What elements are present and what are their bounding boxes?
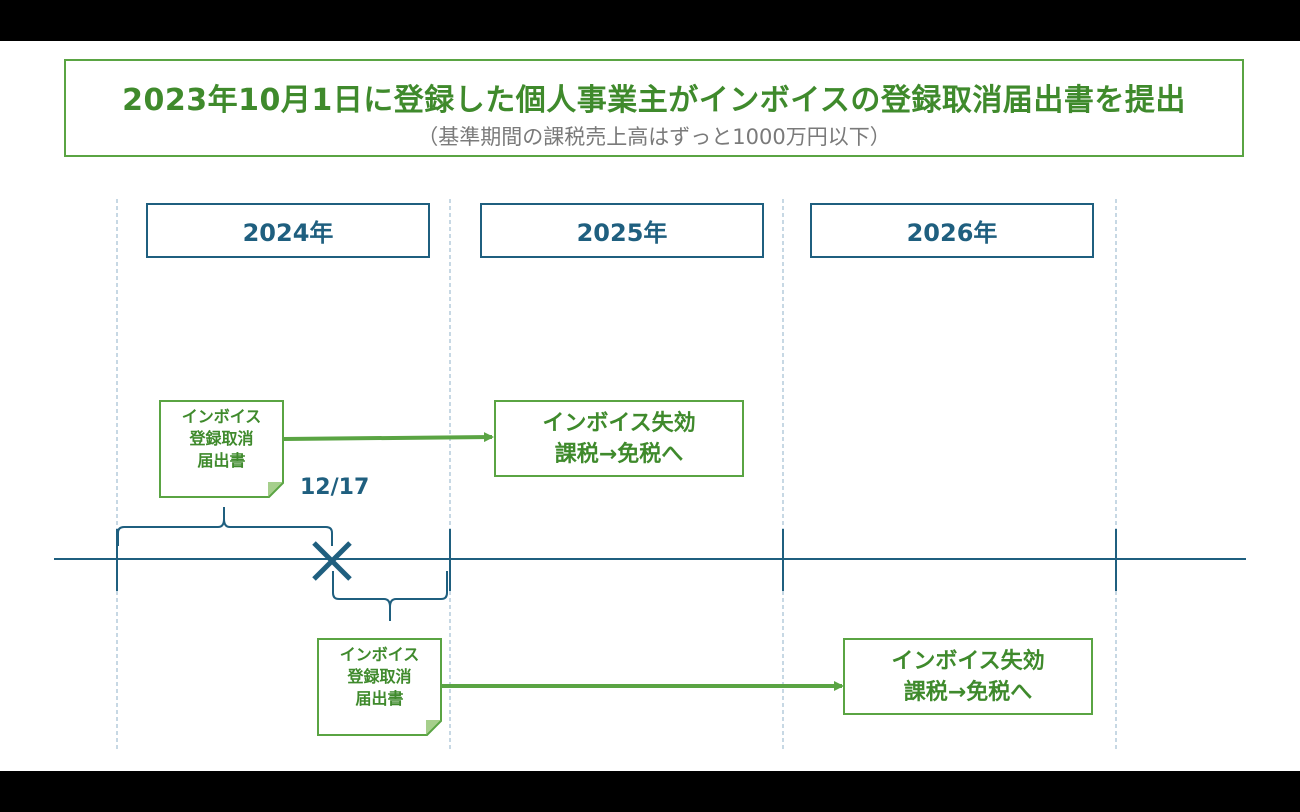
- doc-line: インボイス: [339, 645, 420, 664]
- timeline-graphic: [54, 199, 1246, 751]
- page-subtitle: （基準期間の課税売上高はずっと1000万円以下）: [417, 125, 891, 149]
- result-line: 課税→免税へ: [903, 679, 1033, 705]
- title-box: 2023年10月1日に登録した個人事業主がインボイスの登録取消届出書を提出 （基…: [64, 59, 1244, 157]
- submission-date: 12/17: [300, 475, 370, 500]
- cross-mark: [312, 541, 352, 581]
- lower-result-box: インボイス失効 課税→免税へ: [843, 638, 1093, 715]
- doc-line: 届出書: [197, 451, 246, 470]
- upper-arrow: [283, 432, 494, 443]
- slide: 2023年10月1日に登録した個人事業主がインボイスの登録取消届出書を提出 （基…: [0, 41, 1300, 771]
- doc-line: 届出書: [355, 689, 404, 708]
- doc-line: 登録取消: [347, 667, 412, 686]
- year-label-2026: 2026年: [810, 203, 1094, 258]
- upper-cancellation-form: インボイス 登録取消 届出書: [159, 400, 284, 498]
- result-line: インボイス失効: [891, 648, 1045, 674]
- result-line: 課税→免税へ: [554, 441, 684, 467]
- page-fold-icon: [426, 720, 442, 736]
- upper-brace: [117, 507, 333, 546]
- doc-line: 登録取消: [189, 429, 254, 448]
- upper-result-box: インボイス失効 課税→免税へ: [494, 400, 744, 477]
- page-fold-icon: [268, 482, 284, 498]
- doc-line: インボイス: [181, 407, 262, 426]
- lower-cancellation-form: インボイス 登録取消 届出書: [317, 638, 442, 736]
- page-title: 2023年10月1日に登録した個人事業主がインボイスの登録取消届出書を提出: [122, 83, 1186, 118]
- year-label-2025: 2025年: [480, 203, 764, 258]
- lower-brace: [332, 571, 448, 621]
- result-line: インボイス失効: [542, 410, 696, 436]
- year-label-2024: 2024年: [146, 203, 430, 258]
